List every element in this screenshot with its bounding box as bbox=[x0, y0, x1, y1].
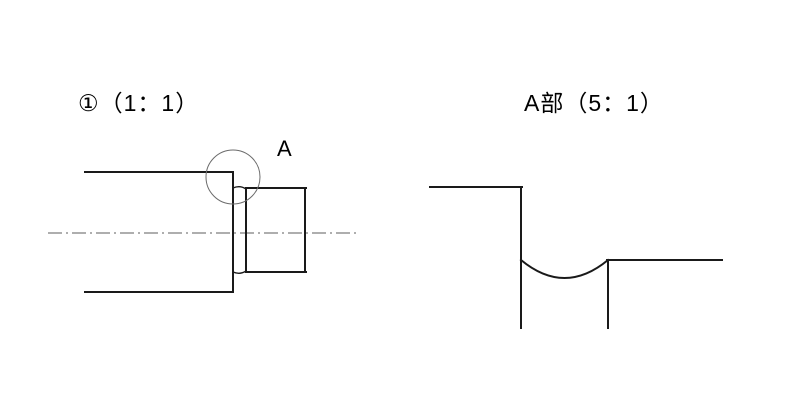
detail-groove-arc bbox=[519, 258, 610, 279]
detail-view-group bbox=[429, 186, 723, 329]
groove-fillet-bottom bbox=[232, 270, 247, 274]
groove-fillet-top bbox=[232, 186, 247, 190]
detail-callout-circle-a bbox=[205, 149, 261, 205]
detail-marker-label-a: A bbox=[277, 136, 292, 161]
main-view-title: ①（1：1） bbox=[78, 90, 200, 116]
main-view-group bbox=[48, 149, 358, 293]
detail-view-title: A部（5：1） bbox=[524, 90, 664, 116]
